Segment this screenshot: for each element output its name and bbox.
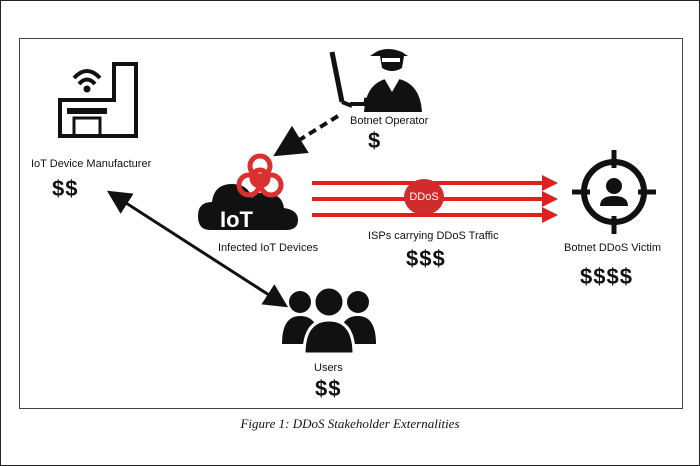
infected-label: Infected IoT Devices — [218, 242, 319, 254]
victim-cost: $$$$ — [580, 264, 633, 289]
isp-label: ISPs carrying DDoS Traffic — [368, 230, 499, 242]
ddos-traffic-arrows — [312, 175, 558, 223]
iot-text: IoT — [220, 207, 254, 232]
figure-caption: Figure 1: DDoS Stakeholder Externalities — [240, 416, 460, 431]
target-person-icon — [572, 150, 656, 234]
manufacturer-users-arrow — [106, 190, 289, 308]
hacker-at-computer-icon — [329, 49, 422, 112]
users-label: Users — [314, 362, 343, 374]
user-group-icon — [282, 285, 376, 356]
manufacturer-cost: $$ — [52, 176, 79, 201]
factory-wifi-icon — [58, 62, 138, 138]
users-cost: $$ — [315, 376, 342, 401]
operator-cost: $ — [368, 128, 382, 153]
biohazard-cloud-icon: IoT — [198, 153, 298, 232]
operator-to-devices-arrow — [273, 114, 340, 157]
victim-label: Botnet DDoS Victim — [564, 242, 662, 254]
ddos-badge: DDoS — [404, 179, 444, 215]
operator-label: Botnet Operator — [350, 115, 429, 127]
manufacturer-label: IoT Device Manufacturer — [31, 158, 152, 170]
isp-cost: $$$ — [406, 246, 446, 271]
